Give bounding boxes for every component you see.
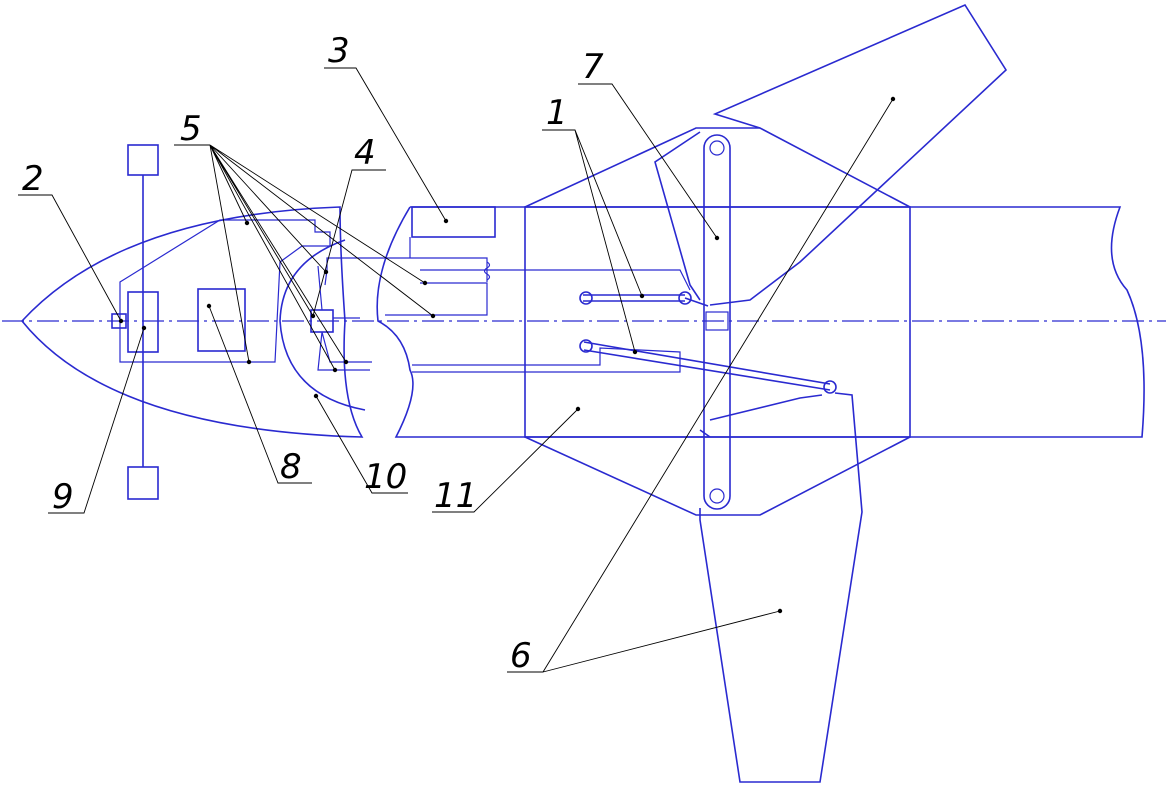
dot — [632, 349, 638, 355]
leader-4 — [312, 169, 386, 317]
leader-9 — [48, 327, 145, 514]
bar-upper-hole — [709, 140, 725, 156]
dot — [246, 359, 252, 365]
label-2: 2 — [22, 159, 44, 199]
upper-fin — [654, 3, 1008, 306]
block-9 — [127, 291, 159, 353]
body-section — [324, 3, 1145, 783]
leader-10 — [315, 395, 408, 494]
leader-6 — [507, 98, 894, 673]
leader-7 — [578, 83, 718, 239]
dot — [310, 313, 316, 319]
dot — [575, 406, 581, 412]
nose-inner-frame — [119, 219, 331, 363]
link-upper — [583, 294, 709, 307]
label-11: 11 — [434, 476, 477, 516]
body-internal-lower — [412, 347, 681, 373]
leader-lines — [18, 67, 894, 673]
leader-3 — [324, 67, 447, 222]
leader-11 — [432, 408, 579, 513]
label-8: 8 — [280, 447, 302, 487]
diamond-frame — [524, 127, 911, 516]
dot — [443, 218, 449, 224]
pivot-upper-right — [678, 291, 692, 305]
leader-1 — [542, 129, 643, 353]
label-3: 3 — [328, 31, 350, 71]
pivot-lower-right — [823, 380, 837, 394]
link-lower — [583, 341, 831, 391]
leader-2 — [18, 194, 122, 322]
leader-8 — [208, 305, 312, 484]
dot — [343, 359, 349, 365]
dot — [244, 220, 250, 226]
dot — [430, 313, 436, 319]
callout-labels: 1 2 3 4 5 6 7 8 9 10 11 — [22, 31, 604, 676]
bar-lower-hole — [709, 488, 725, 504]
pivot-lower-left — [579, 339, 593, 353]
dot — [777, 608, 783, 614]
pivot-upper-left — [579, 291, 593, 305]
dot — [141, 325, 147, 331]
nose-section — [20, 144, 372, 500]
sensor-2 — [111, 313, 127, 329]
block-8 — [197, 288, 246, 352]
leader-5 — [174, 144, 434, 371]
dot — [422, 280, 428, 286]
frame-11 — [524, 206, 911, 438]
bar-clamp — [705, 311, 729, 331]
dot — [890, 96, 896, 102]
dot — [323, 269, 329, 275]
hull-outline — [376, 206, 1145, 438]
dot — [313, 393, 319, 399]
nose-outline — [20, 206, 364, 438]
dot — [206, 303, 212, 309]
upper-wheel — [127, 144, 159, 176]
spring-symbol — [483, 261, 491, 281]
lower-wheel — [127, 466, 159, 500]
dot — [332, 367, 338, 373]
dot — [639, 293, 645, 299]
label-7: 7 — [582, 47, 604, 87]
label-10: 10 — [364, 457, 407, 497]
nose-links — [317, 265, 372, 371]
body-internal-upper — [324, 237, 691, 316]
block-3 — [411, 206, 496, 238]
label-5: 5 — [180, 109, 202, 149]
label-6: 6 — [510, 636, 532, 676]
label-1: 1 — [546, 93, 568, 133]
lower-fin — [699, 392, 863, 783]
dot — [118, 318, 124, 324]
dot — [714, 235, 720, 241]
label-9: 9 — [52, 477, 74, 517]
leader-dots — [118, 96, 896, 614]
slotted-bar-7 — [703, 134, 731, 510]
label-4: 4 — [354, 133, 376, 173]
arc-10 — [279, 239, 366, 411]
